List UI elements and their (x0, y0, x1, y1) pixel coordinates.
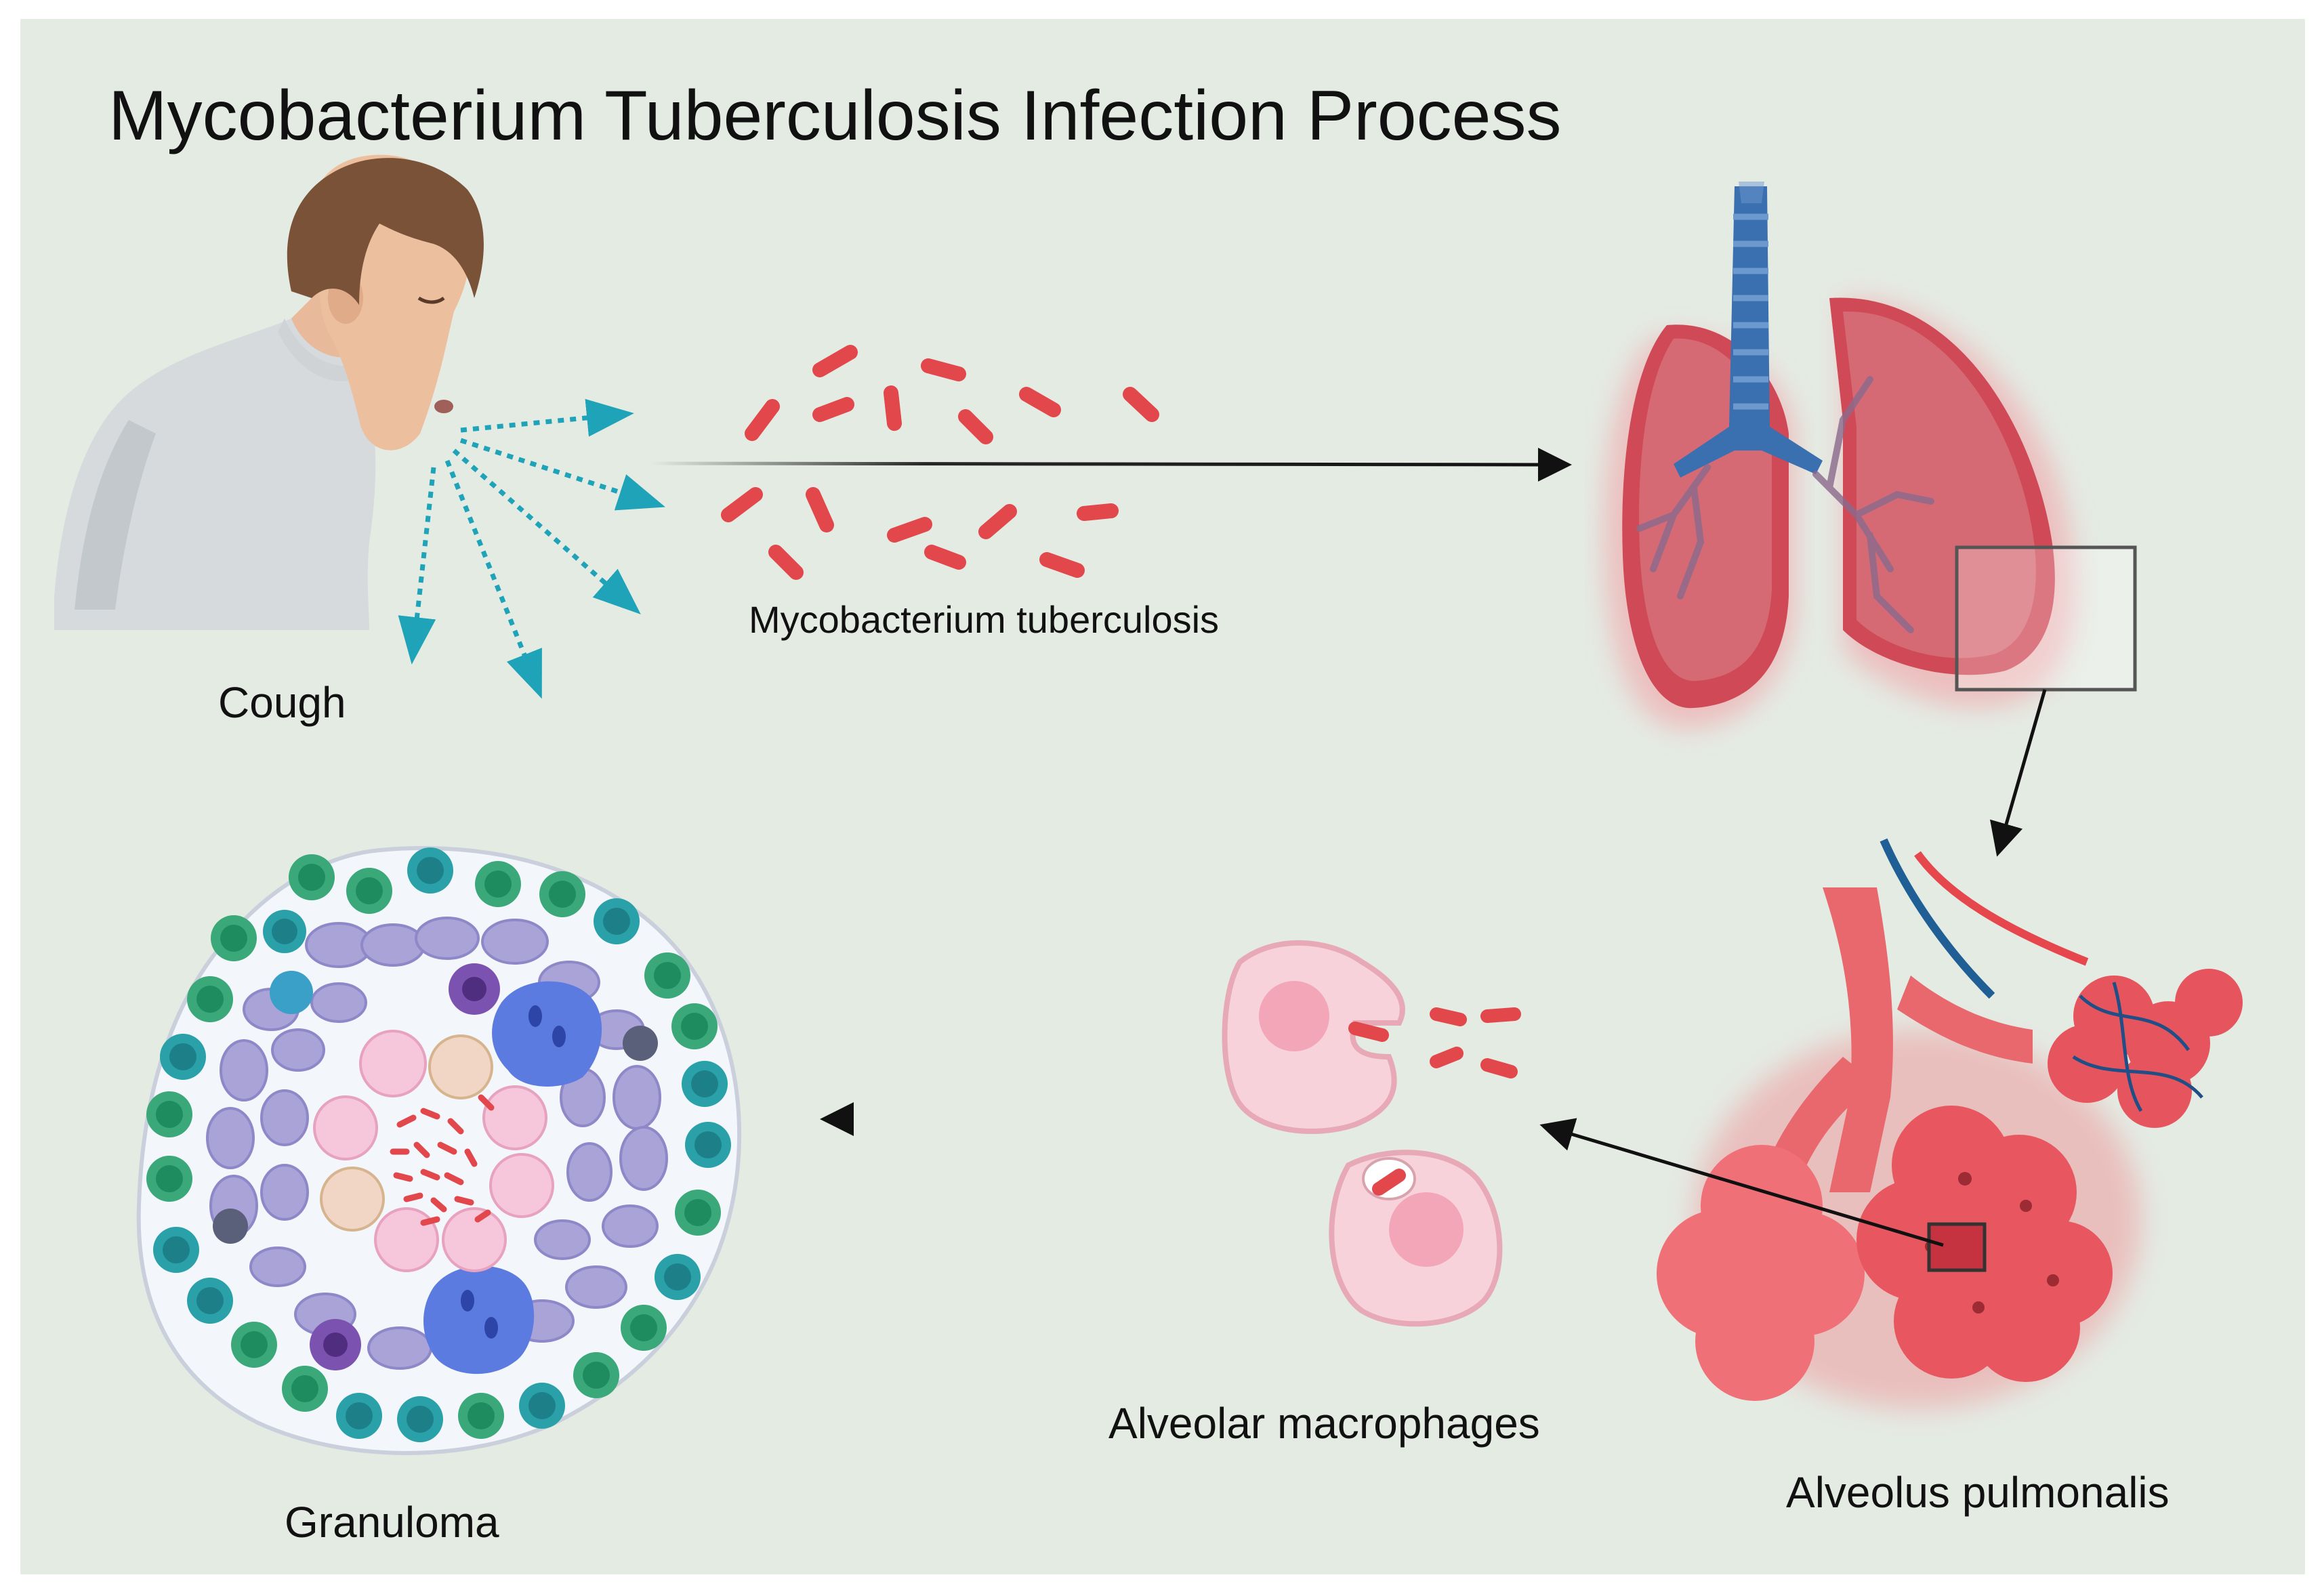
cough-droplets (398, 398, 665, 699)
label-alveolus-pulmonalis: Alveolus pulmonalis (1786, 1468, 2170, 1517)
arrow-to-lungs (650, 447, 1572, 482)
macrophage-icon (1222, 940, 1503, 1327)
lungs-icon (1604, 182, 2137, 729)
label-mycobacterium-tuberculosis: Mycobacterium tuberculosis (749, 598, 1220, 641)
bronchus-icon (1674, 182, 1823, 478)
label-granuloma: Granuloma (285, 1498, 499, 1547)
arrow-to-alveolus (1990, 689, 2047, 857)
epithelioid-cells (206, 917, 668, 1370)
page-title: Mycobacterium Tuberculosis Infection Pro… (108, 77, 1562, 155)
arrow-to-macrophages (1539, 1118, 1944, 1247)
vascularized-sac (2048, 969, 2243, 1128)
alveolar-sac-right (1856, 1106, 2113, 1382)
infected-macrophages (313, 1030, 554, 1272)
lung-zoom-box (1955, 545, 2137, 692)
bacteria-cluster (721, 345, 1159, 580)
alveoli-icon (1657, 838, 2243, 1409)
lymphocyte-ring (146, 847, 731, 1442)
granuloma-bacteria (390, 1094, 495, 1226)
alveolar-sac-left (1657, 1145, 1865, 1401)
giant-cells (423, 981, 602, 1375)
label-cough: Cough (218, 678, 346, 727)
engulfed-bacteria (1348, 1007, 1521, 1196)
alveolus-zoom-box (1927, 1222, 1987, 1272)
label-alveolar-macrophages: Alveolar macrophages (1108, 1399, 1540, 1448)
granuloma-icon (136, 845, 742, 1455)
coughing-person-icon (54, 154, 484, 630)
